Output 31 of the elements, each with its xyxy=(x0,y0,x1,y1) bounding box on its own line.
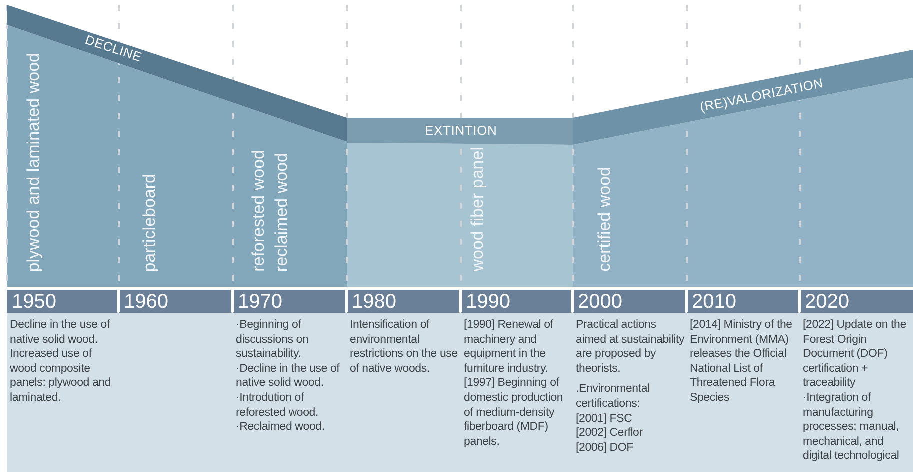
description-text: [2001] FSC xyxy=(576,412,634,426)
phase-label: EXTINTION xyxy=(425,124,498,137)
description-text: [1990] Renewal of machinery and equipment in the furniture industry. xyxy=(464,318,554,376)
description-text: ·Decline in the use of native solid wood. xyxy=(236,362,341,391)
material-label: certified wood xyxy=(596,167,613,272)
description-text: .Environmental certifications: xyxy=(576,382,651,412)
description-text: ·Reclaimed wood. xyxy=(236,420,326,435)
year-label: 2010 xyxy=(692,292,736,312)
description-text: ·Beginning of discussions on sustainability. xyxy=(236,318,310,362)
description-text: [2014] Ministry of the Environment (MMA) releases the Official National List of Threatened Flora Species xyxy=(690,318,794,406)
year-label: 1960 xyxy=(124,292,168,312)
description-text: Decline in the use of native solid wood. Increased use of wood composite panels: plywood and laminated. xyxy=(10,318,112,406)
material-label: particleboard xyxy=(141,174,158,272)
material-label: plywood and laminated wood xyxy=(25,52,42,272)
material-label: wood fiber panel xyxy=(469,147,486,272)
description-text: ·Integration of manufacturing processes: manual, mechanical, and digital technological xyxy=(803,390,900,464)
description-text: [2002] Cerflor xyxy=(576,426,644,441)
year-label: 2000 xyxy=(578,292,622,312)
material-label: reclaimed wood xyxy=(273,152,290,272)
description-text: Practical actions aimed at sustainability are proposed by theorists. xyxy=(576,318,686,376)
material-label: reforested wood xyxy=(250,150,267,272)
year-label: 2020 xyxy=(805,292,850,312)
description-text: ·Introdution of reforested wood. xyxy=(236,390,320,420)
year-label: 1980 xyxy=(352,292,396,312)
description-text: [2006] DOF xyxy=(576,440,634,456)
year-label: 1950 xyxy=(12,292,56,312)
description-text: Intensification of environmental restrictions on the use of native woods. xyxy=(350,318,459,376)
description-text: [2022] Update on the Forest Origin Document (DOF) certification + traceability xyxy=(803,318,908,391)
year-label: 1990 xyxy=(466,292,510,312)
year-label: 1970 xyxy=(238,292,282,312)
description-text: [1997] Beginning of domestic production of medium-density fiberboard (MDF) panels. xyxy=(464,376,564,450)
